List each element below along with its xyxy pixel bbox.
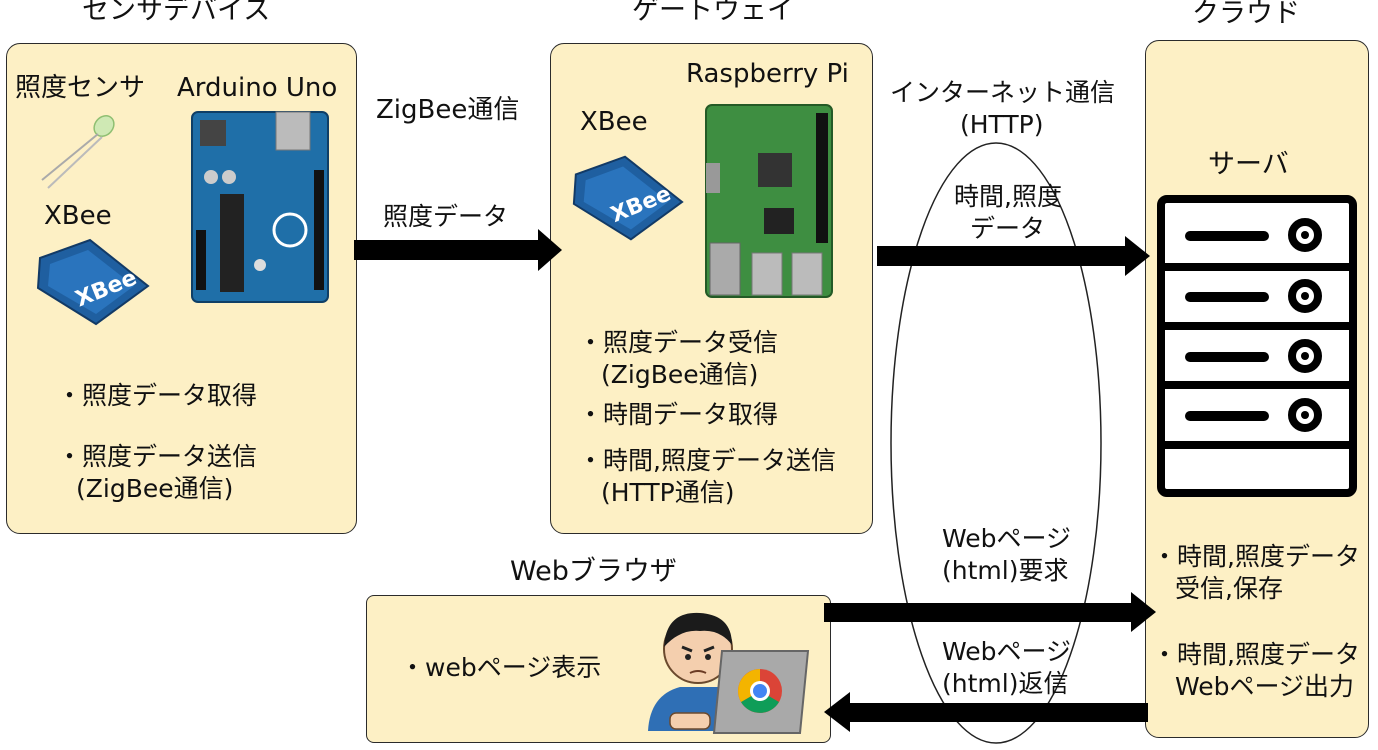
browser-title: Webブラウザ: [510, 556, 677, 587]
cloud-bullet-4: Webページ出力: [1175, 672, 1355, 701]
gateway-bullet-1: ・照度データ受信: [578, 328, 779, 357]
light-sensor-label: 照度センサ: [15, 73, 146, 103]
reply-label-line2: (html)返信: [942, 669, 1069, 698]
upload-label-line1: 時間,照度: [954, 182, 1062, 211]
reply-label-line1: Webページ: [942, 637, 1072, 666]
gateway-bullet-5: (HTTP通信): [601, 478, 735, 507]
cloud-bullet-2: 受信,保存: [1175, 574, 1283, 603]
browser-bullet: ・webページ表示: [400, 653, 602, 682]
request-arrow: [824, 592, 1156, 632]
raspberry-pi-board-icon: [705, 104, 833, 298]
sensor-xbee-icon: XBee: [36, 238, 150, 326]
internet-ellipse: [890, 142, 1102, 744]
sensor-title: センサデバイス: [82, 0, 271, 26]
server-icon: [1157, 195, 1357, 497]
sensor-bullet-1: ・照度データ取得: [57, 381, 258, 410]
light-sensor-icon: [41, 115, 115, 189]
sensor-bullet-3: (ZigBee通信): [76, 474, 234, 503]
zigbee-data-label: 照度データ: [383, 202, 509, 231]
internet-title-line2: (HTTP): [960, 110, 1044, 139]
internet-title-line1: インターネット通信: [890, 78, 1116, 107]
gateway-xbee-label: XBee: [580, 107, 648, 137]
gateway-title: ゲートウェイ: [632, 0, 794, 26]
cloud-bullet-1: ・時間,照度データ: [1152, 542, 1360, 571]
upload-arrow: [877, 236, 1150, 276]
rpi-label: Raspberry Pi: [686, 59, 849, 89]
sensor-bullet-2: ・照度データ送信: [57, 442, 258, 471]
person-with-laptop-icon: [648, 612, 810, 734]
upload-label-line2: データ: [970, 214, 1046, 243]
gateway-bullet-3: ・時間データ取得: [578, 400, 779, 429]
gateway-xbee-icon: XBee: [572, 155, 684, 241]
reply-arrow: [824, 692, 1148, 732]
cloud-bullet-3: ・時間,照度データ: [1152, 640, 1360, 669]
zigbee-title: ZigBee通信: [376, 95, 520, 125]
gateway-bullet-4: ・時間,照度データ送信: [578, 446, 836, 475]
sensor-xbee-label: XBee: [44, 201, 112, 231]
server-label: サーバ: [1208, 149, 1289, 180]
arduino-label: Arduino Uno: [177, 73, 338, 103]
zigbee-arrow: [354, 229, 562, 271]
cloud-title: クラウド: [1192, 0, 1300, 29]
request-label-line2: (html)要求: [942, 556, 1069, 585]
arduino-board-icon: [191, 111, 329, 303]
request-label-line1: Webページ: [942, 524, 1072, 553]
gateway-bullet-2: (ZigBee通信): [601, 360, 759, 389]
